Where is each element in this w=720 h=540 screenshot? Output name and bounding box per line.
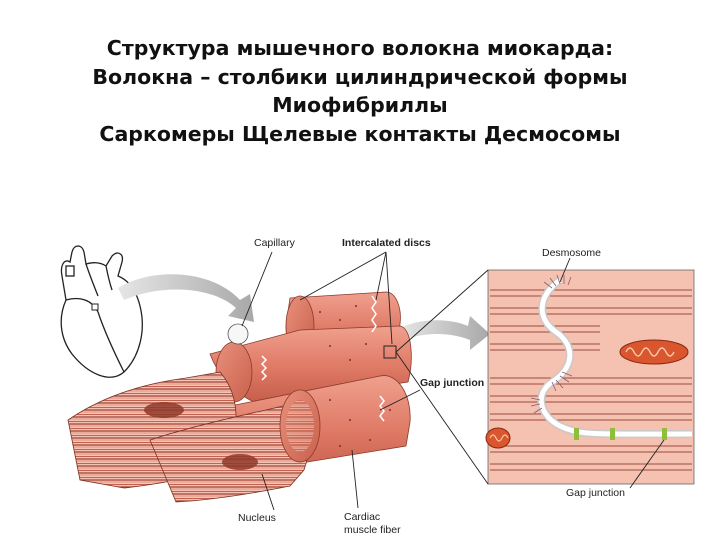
label-desmosome: Desmosome [542,247,601,259]
label-cardiac-muscle-fiber-1: Cardiac [344,511,380,523]
label-gap-junction: Gap junction [420,377,484,389]
label-cardiac-muscle-fiber-2: muscle fiber [344,524,401,536]
heart-outline [61,246,142,377]
label-nucleus: Nucleus [238,512,276,524]
label-gap-junction-inset: Gap junction [566,487,625,499]
label-capillary: Capillary [254,237,296,249]
mitochondrion [620,340,688,364]
inset-detail [486,270,694,484]
arrow-fiber-to-inset [400,316,490,350]
label-intercalated-discs: Intercalated discs [342,237,431,249]
